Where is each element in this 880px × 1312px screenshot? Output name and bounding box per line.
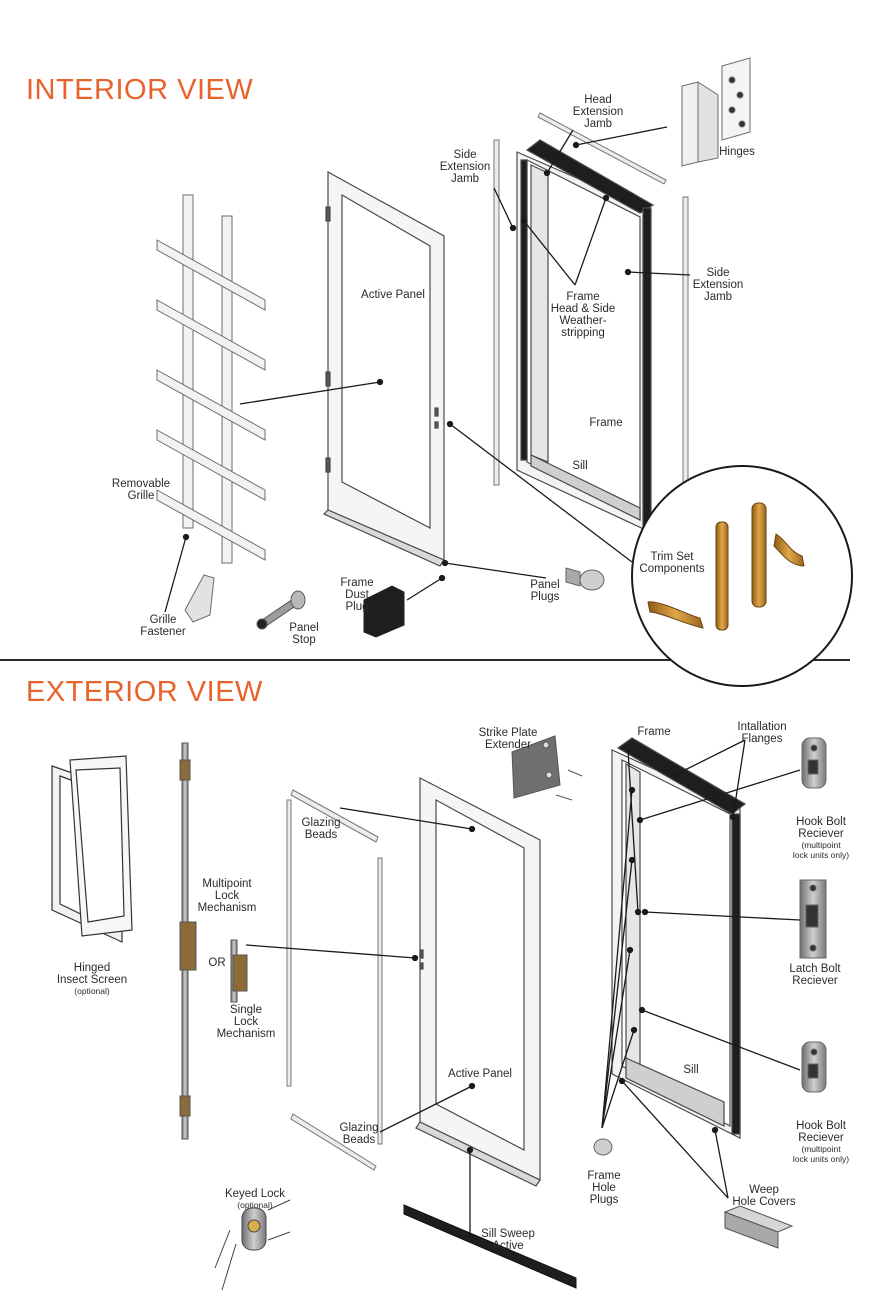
label-frame-interior: Frame [589, 417, 623, 429]
label-removable-grille: Removable Grille [111, 478, 171, 502]
frame-interior [516, 139, 655, 534]
label-glazing-beads-bottom: Glazing Beads [339, 1122, 379, 1146]
label-frame-hole-plugs: Frame Hole Plugs [587, 1170, 621, 1206]
hinged-insect-screen-title: Hinged Insect Screen [56, 962, 128, 986]
label-strike-plate-extender: Strike Plate Extender [478, 727, 538, 751]
label-hinges: Hinges [719, 146, 755, 158]
trim-set-parts [647, 502, 805, 631]
active-panel-interior [322, 170, 445, 567]
strike-plate-extender-part [511, 735, 583, 801]
interior-view-heading: INTERIOR VIEW [26, 74, 254, 106]
label-panel-stop: Panel Stop [289, 622, 319, 646]
label-frame-exterior: Frame [637, 726, 671, 738]
active-panel-exterior [415, 777, 541, 1187]
label-sill-sweep-active: Sill Sweep Active [481, 1228, 535, 1252]
frame-exterior [611, 737, 747, 1139]
label-glazing-beads-top: Glazing Beads [301, 817, 341, 841]
label-or: OR [208, 957, 226, 969]
removable-grille [156, 194, 266, 564]
label-frame-dust-plug: Frame Dust Plug [340, 577, 374, 613]
label-active-panel-interior: Active Panel [361, 289, 425, 301]
frame-dust-plug-part [363, 585, 405, 638]
exterior-view-heading: EXTERIOR VIEW [26, 676, 263, 708]
label-trim-set-components: Trim Set Components [639, 551, 705, 575]
label-side-extension-jamb-left: Side Extension Jamb [439, 149, 491, 185]
hook-bolt-receiver-top-title: Hook Bolt Reciever [796, 816, 846, 840]
hook-bolt-receiver-top-part [801, 737, 827, 789]
label-hook-bolt-receiver-bottom: Hook Bolt Reciever (multipoint lock unit… [784, 1108, 858, 1176]
panel-stop-part [256, 590, 306, 630]
interior-leader-lines [164, 126, 691, 613]
label-active-panel-exterior: Active Panel [448, 1068, 512, 1080]
label-hinged-insect-screen: Hinged Insect Screen (optional) [50, 950, 134, 1008]
hook-bolt-receiver-top-note: (multipoint lock units only) [792, 840, 850, 860]
frame-hole-plug-part [593, 1138, 613, 1156]
label-latch-bolt-receiver: Latch Bolt Reciever [789, 963, 841, 987]
hook-bolt-receiver-bottom-title: Hook Bolt Reciever [796, 1120, 846, 1144]
grille-fastener-part [184, 574, 215, 623]
keyed-lock-part [214, 1199, 291, 1291]
label-keyed-lock: Keyed Lock (optional) [218, 1176, 292, 1222]
latch-bolt-receiver-part [799, 879, 827, 959]
hook-bolt-receiver-bottom-part [801, 1041, 827, 1093]
weep-hole-cover-part [723, 1205, 794, 1249]
keyed-lock-title: Keyed Lock [224, 1188, 286, 1200]
label-multipoint-lock: Multipoint Lock Mechanism [197, 878, 257, 914]
keyed-lock-optional: (optional) [237, 1200, 273, 1210]
hinged-insect-screen-optional: (optional) [74, 986, 110, 996]
multipoint-lock-part [179, 742, 197, 1140]
label-panel-plugs: Panel Plugs [530, 579, 560, 603]
label-head-extension-jamb: Head Extension Jamb [572, 94, 624, 130]
label-weep-hole-covers: Weep Hole Covers [732, 1184, 796, 1208]
hook-bolt-receiver-bottom-note: (multipoint lock units only) [792, 1144, 850, 1164]
panel-plug-part [565, 567, 605, 591]
single-lock-part [230, 939, 248, 1003]
label-grille-fastener: Grille Fastener [140, 614, 186, 638]
label-single-lock: Single Lock Mechanism [216, 1004, 276, 1040]
sill-sweep-part [403, 1204, 577, 1289]
label-frame-weatherstripping: Frame Head & Side Weather- stripping [550, 291, 616, 339]
section-divider [0, 659, 850, 661]
label-hook-bolt-receiver-top: Hook Bolt Reciever (multipoint lock unit… [784, 804, 858, 872]
label-sill-interior: Sill [572, 460, 588, 472]
exterior-leader-lines [245, 739, 801, 1238]
hinges-part [681, 57, 751, 167]
label-side-extension-jamb-right: Side Extension Jamb [692, 267, 744, 303]
glazing-beads-part [286, 789, 383, 1171]
trim-set-callout-circle [631, 465, 853, 687]
label-sill-exterior: Sill [683, 1064, 699, 1076]
label-installation-flanges: Intallation Flanges [737, 721, 787, 745]
hinged-insect-screen-part [51, 755, 133, 943]
